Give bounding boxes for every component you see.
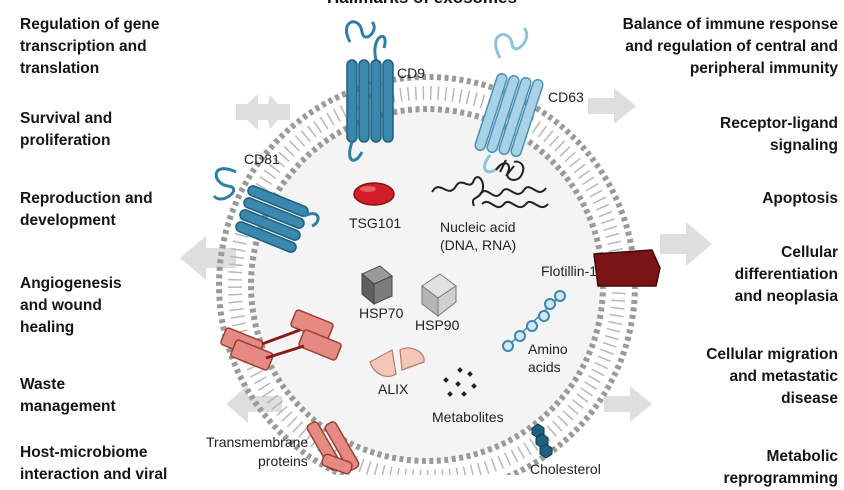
cd9-label: CD9	[397, 65, 425, 81]
cd63-label: CD63	[548, 89, 584, 105]
arrow-lower-right	[604, 386, 652, 422]
hsp70-cube-icon	[361, 265, 393, 306]
label-differentiation-neoplasia: Cellular differentiation and neoplasia	[734, 244, 838, 305]
cd63-protein	[474, 26, 544, 174]
nucleic-acid-label-1: Nucleic acid	[440, 219, 515, 235]
transmembrane-label-1: Transmembrane	[206, 434, 308, 450]
label-immune-balance: Balance of immune response and regulatio…	[622, 16, 838, 77]
alix-wedge-icon	[369, 347, 425, 377]
metabolites-label: Metabolites	[432, 409, 504, 425]
label-waste-management: Waste management	[20, 376, 116, 415]
cholesterol-icon	[531, 423, 553, 459]
transmembrane-label-2: proteins	[258, 453, 308, 469]
arrow-mid-right	[660, 222, 712, 266]
cd9-protein	[344, 20, 394, 162]
hsp70-label: HSP70	[359, 305, 404, 321]
bead-chain-icon	[502, 290, 566, 352]
tsg101-highlight	[360, 186, 376, 192]
cd81-protein	[212, 167, 320, 253]
amino-label-2: acids	[528, 359, 561, 375]
label-angiogenesis: Angiogenesis and wound healing	[20, 275, 122, 336]
label-receptor-ligand: Receptor-ligand signaling	[720, 115, 838, 154]
exosome-diagram: CD9 CD63 CD81 TSG101	[180, 20, 712, 475]
tsg101-label: TSG101	[349, 215, 401, 231]
nucleic-acid-label-2: (DNA, RNA)	[440, 237, 516, 253]
cd81-label: CD81	[244, 151, 280, 167]
tsg101-icon	[353, 182, 395, 206]
arrow-upper-right	[588, 88, 636, 124]
label-reproduction-development: Reproduction and development	[20, 190, 153, 229]
flotillin-label: Flotillin-1	[541, 263, 597, 279]
label-survival-proliferation: Survival and proliferation	[20, 110, 113, 149]
squiggle-icon	[431, 159, 549, 209]
amino-label-1: Amino	[528, 341, 568, 357]
hsp90-label: HSP90	[415, 317, 460, 333]
hsp90-cube-icon	[421, 273, 457, 318]
arrow-upper-left	[238, 94, 290, 130]
label-apoptosis: Apoptosis	[762, 190, 838, 207]
metabolites-icon	[443, 367, 477, 397]
figure-title: Hallmarks of exosomes	[0, 0, 844, 8]
label-gene-regulation: Regulation of gene transcription and tra…	[20, 16, 160, 77]
transmembrane-protein-lower	[306, 421, 360, 475]
arrow-mid-left	[180, 236, 236, 280]
label-migration-metastasis: Cellular migration and metastatic diseas…	[706, 346, 838, 407]
alix-label: ALIX	[378, 381, 409, 397]
flotillin-icon	[593, 249, 661, 287]
cholesterol-label: Cholesterol	[530, 461, 601, 475]
transmembrane-protein-upper	[220, 309, 342, 371]
